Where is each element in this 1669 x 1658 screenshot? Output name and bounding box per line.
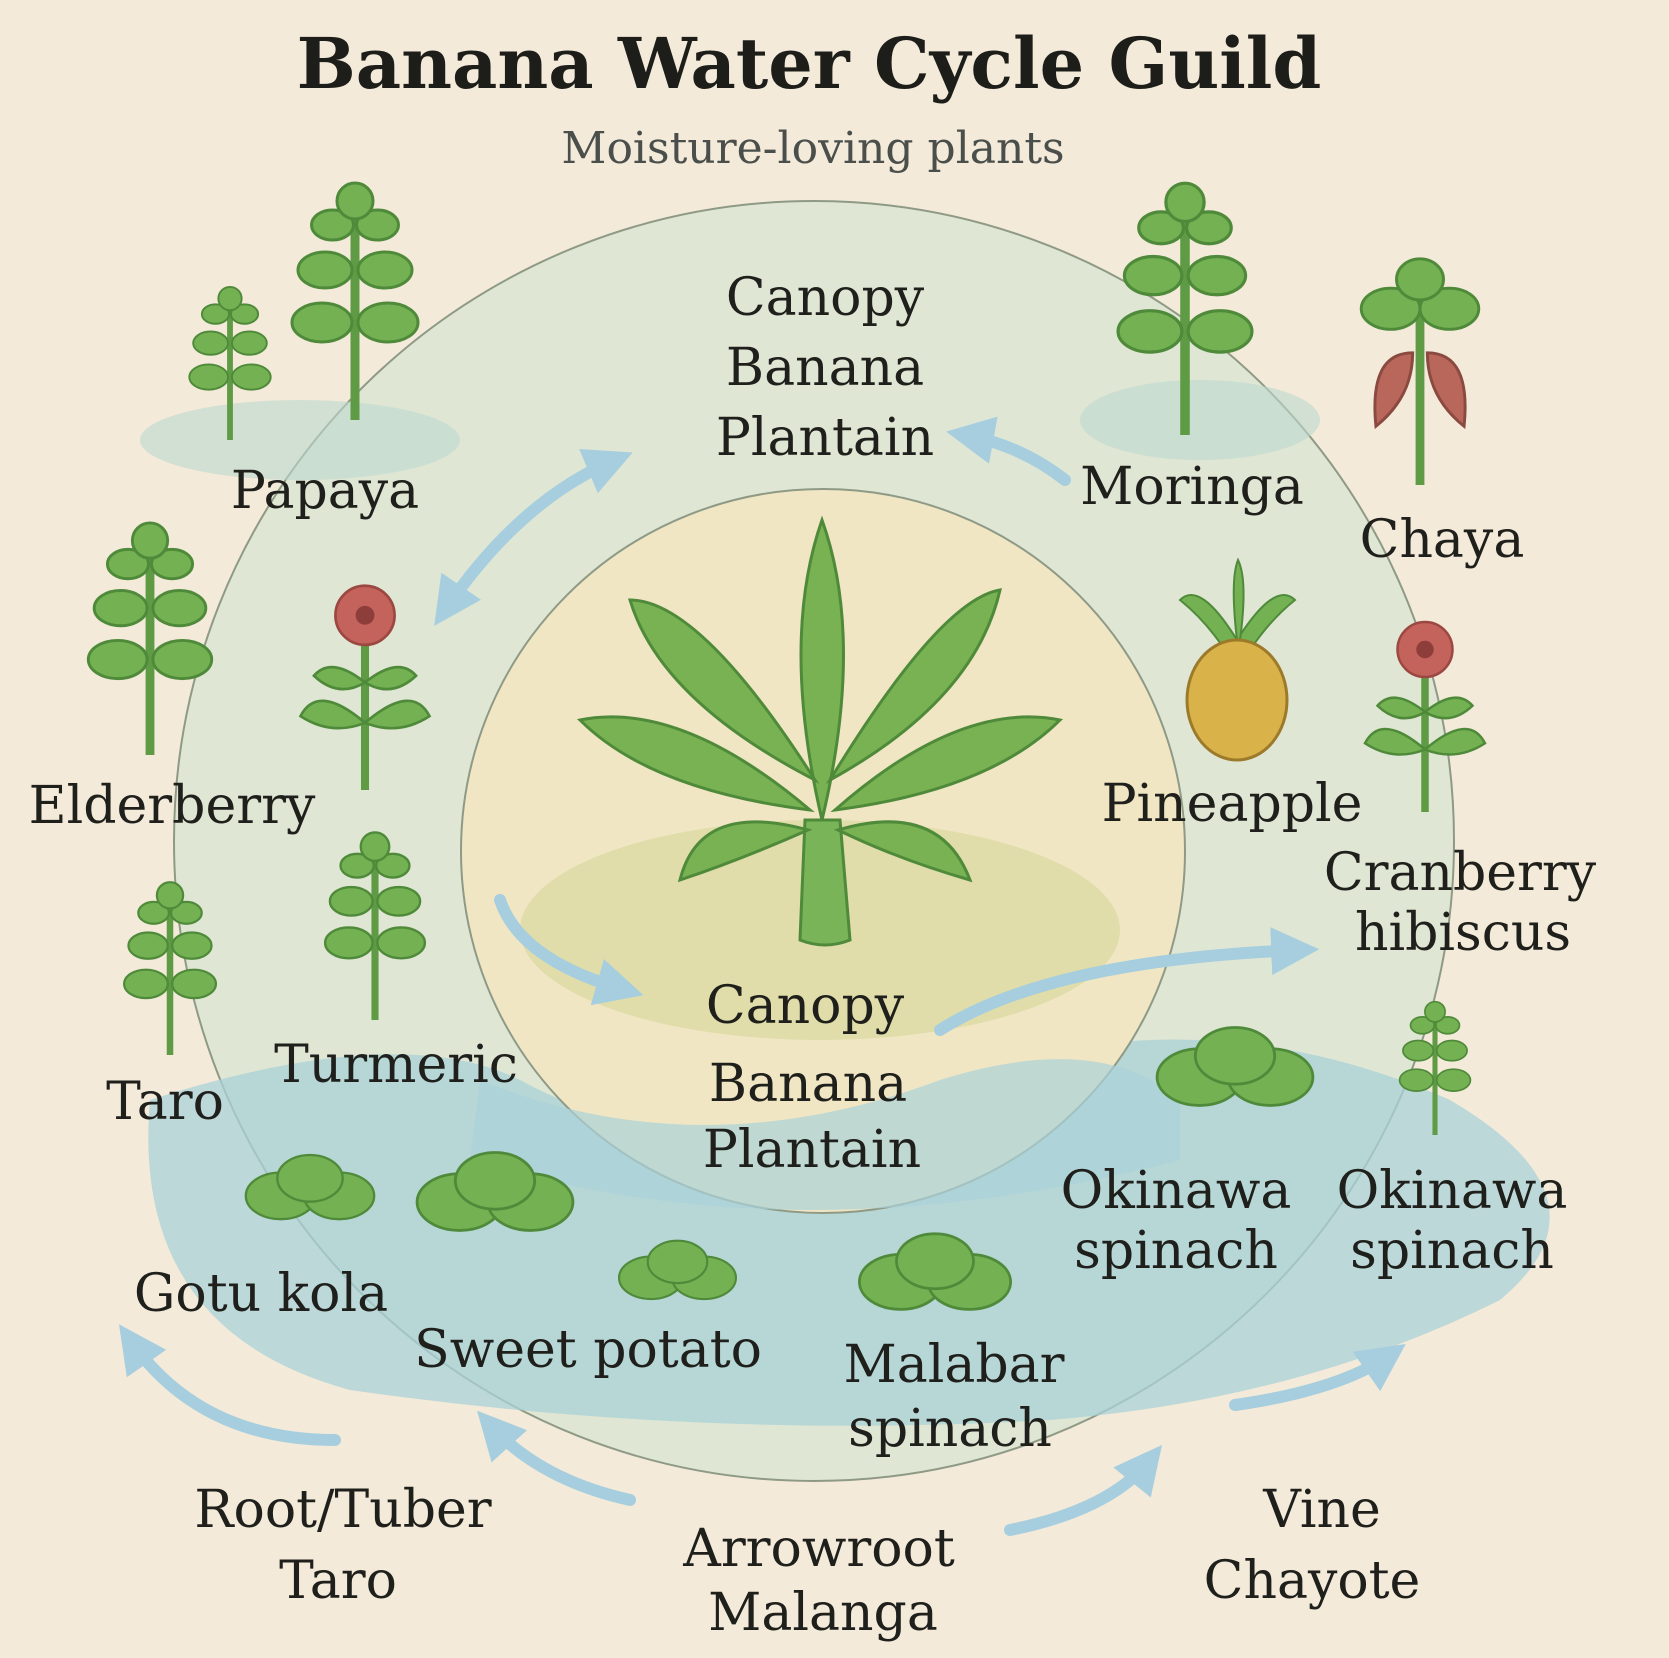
- label-chaya: Chaya: [1360, 510, 1525, 570]
- label-gotu-kola: Gotu kola: [134, 1264, 388, 1324]
- arrow-vine-left: [1004, 1445, 1163, 1536]
- water-flow-arrows: [118, 416, 1406, 1536]
- label-elderberry: Elderberry: [29, 776, 316, 836]
- label-canopy-center-line1: Canopy: [706, 976, 905, 1036]
- label-vine-1: Vine: [1262, 1480, 1381, 1540]
- banana-plant-icon: [576, 515, 1064, 947]
- label-canopy-center-line3: Plantain: [703, 1120, 921, 1180]
- arrow-inner-left: [494, 894, 644, 1006]
- pineapple-icon: [1178, 557, 1297, 762]
- label-malabar-2: spinach: [848, 1399, 1052, 1459]
- label-papaya: Papaya: [231, 461, 419, 521]
- label-vine-2: Chayote: [1204, 1551, 1421, 1611]
- arrow-papaya-canopy: [434, 449, 633, 626]
- arrow-moringa-canopy: [946, 416, 1071, 486]
- label-malabar-1: Malabar: [843, 1335, 1064, 1395]
- diagram-title: Banana Water Cycle Guild: [297, 22, 1322, 105]
- label-okinawa-2a: Okinawa: [1337, 1161, 1568, 1221]
- label-cranberry-hibiscus-1: Cranberry: [1324, 843, 1597, 903]
- label-canopy-top-line1: Canopy: [726, 268, 925, 328]
- label-okinawa-1a: Okinawa: [1061, 1161, 1292, 1221]
- water-pool-moringa: [1080, 380, 1320, 460]
- label-arrowroot-1: Arrowroot: [682, 1519, 955, 1579]
- arrow-vine-right: [1229, 1343, 1406, 1411]
- label-arrowroot-2: Malanga: [708, 1583, 938, 1643]
- label-sweet-potato: Sweet potato: [414, 1320, 762, 1380]
- label-pineapple: Pineapple: [1102, 774, 1363, 834]
- label-root-tuber-2: Taro: [279, 1551, 397, 1611]
- label-okinawa-1b: spinach: [1074, 1221, 1278, 1281]
- label-canopy-top-line3: Plantain: [716, 408, 934, 468]
- label-canopy-center-line2: Banana: [709, 1054, 907, 1114]
- water-pool-papaya: [140, 400, 460, 480]
- label-okinawa-2b: spinach: [1350, 1221, 1554, 1281]
- inner-water: [470, 1059, 1180, 1210]
- diagram-subtitle: Moisture-loving plants: [561, 123, 1064, 174]
- label-moringa: Moringa: [1080, 457, 1304, 517]
- arrow-arrowroot: [477, 1410, 636, 1506]
- label-canopy-top-line2: Banana: [726, 338, 924, 398]
- label-root-tuber-1: Root/Tuber: [194, 1480, 491, 1540]
- label-canopy-top: Canopy Banana Plantain: [716, 268, 934, 468]
- label-canopy-center: Canopy Banana Plantain: [703, 976, 921, 1180]
- arrow-inner-right: [934, 927, 1320, 1036]
- label-taro: Taro: [106, 1072, 224, 1132]
- label-turmeric: Turmeric: [274, 1035, 518, 1095]
- arrow-root-tuber: [118, 1324, 341, 1446]
- label-cranberry-hibiscus-2: hibiscus: [1355, 903, 1571, 963]
